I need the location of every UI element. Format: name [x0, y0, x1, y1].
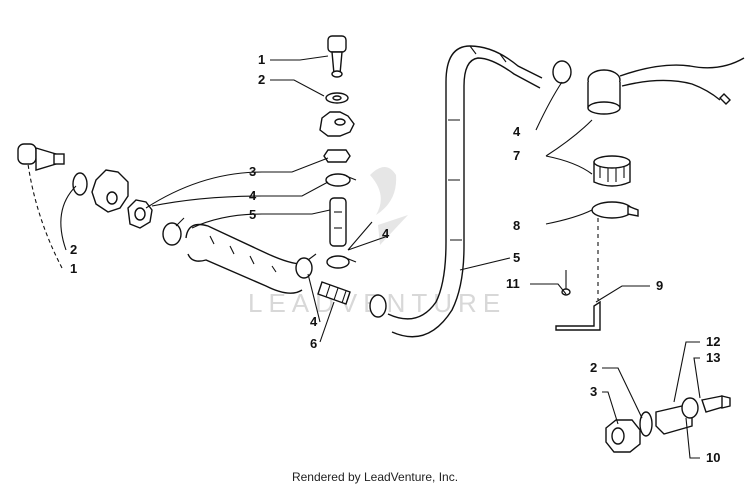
callout-2-top[interactable]: 2 — [258, 72, 265, 87]
callout-3-mid[interactable]: 3 — [249, 164, 256, 179]
callout-4-center[interactable]: 4 — [382, 226, 390, 241]
fitting-barbed[interactable] — [317, 281, 351, 305]
callout-1-left[interactable]: 1 — [70, 261, 77, 276]
clamp-hose-left-end[interactable] — [295, 253, 317, 279]
left-valve-assembly — [17, 143, 185, 246]
star-plate-left[interactable] — [91, 169, 129, 213]
callout-2-br[interactable]: 2 — [590, 360, 597, 375]
callout-4-right[interactable]: 4 — [513, 124, 521, 139]
bottom-right-assembly — [605, 395, 731, 453]
star-plate-top[interactable] — [319, 111, 355, 137]
callout-2-left[interactable]: 2 — [70, 242, 77, 257]
top-valve-assembly — [319, 35, 357, 269]
callout-9[interactable]: 9 — [656, 278, 663, 293]
valve-knob-top[interactable] — [327, 35, 347, 78]
clamp-hose-right-start[interactable] — [369, 294, 387, 318]
screw[interactable] — [561, 270, 571, 296]
clamp-mid-top[interactable] — [325, 173, 357, 187]
clamp-mid-bottom[interactable] — [326, 255, 357, 269]
callout-13[interactable]: 13 — [706, 350, 720, 365]
callout-4-bottom[interactable]: 4 — [310, 314, 318, 329]
hose-left[interactable] — [185, 223, 303, 294]
nut-mid[interactable] — [323, 149, 351, 163]
fuel-pump[interactable] — [587, 69, 621, 115]
hose-segment-mid[interactable] — [329, 197, 347, 247]
nut-left[interactable] — [127, 199, 153, 229]
callout-7[interactable]: 7 — [513, 148, 520, 163]
valve-knob-left[interactable] — [17, 143, 65, 171]
pump-bracket[interactable] — [593, 155, 631, 187]
callout-3-br[interactable]: 3 — [590, 384, 597, 399]
credit-text: Rendered by LeadVenture, Inc. — [291, 470, 459, 484]
callout-8[interactable]: 8 — [513, 218, 520, 233]
callout-6[interactable]: 6 — [310, 336, 317, 351]
callout-5-mid[interactable]: 5 — [249, 207, 256, 222]
valve-nut-br[interactable] — [605, 419, 641, 453]
callout-12[interactable]: 12 — [706, 334, 720, 349]
mount-bracket[interactable] — [555, 300, 601, 331]
washer-left[interactable] — [72, 172, 88, 196]
pump-wires — [619, 57, 745, 101]
callout-11[interactable]: 11 — [506, 276, 520, 291]
callout-4-mid[interactable]: 4 — [249, 188, 257, 203]
pump-mount-clamp[interactable] — [591, 201, 639, 219]
fitting-br[interactable] — [681, 395, 731, 419]
leader-lines — [27, 55, 701, 459]
callout-10[interactable]: 10 — [706, 450, 720, 465]
clamp-left[interactable] — [162, 217, 185, 246]
callouts: 1 2 3 4 5 2 1 4 4 6 4 7 8 5 11 9 12 13 2… — [70, 52, 720, 465]
callout-1-top[interactable]: 1 — [258, 52, 265, 67]
hose-main[interactable] — [387, 45, 543, 338]
callout-5-right[interactable]: 5 — [513, 250, 520, 265]
clamp-pump-inlet[interactable] — [552, 60, 572, 84]
fuel-pump-assembly — [552, 57, 745, 331]
washer-br[interactable] — [639, 411, 653, 437]
